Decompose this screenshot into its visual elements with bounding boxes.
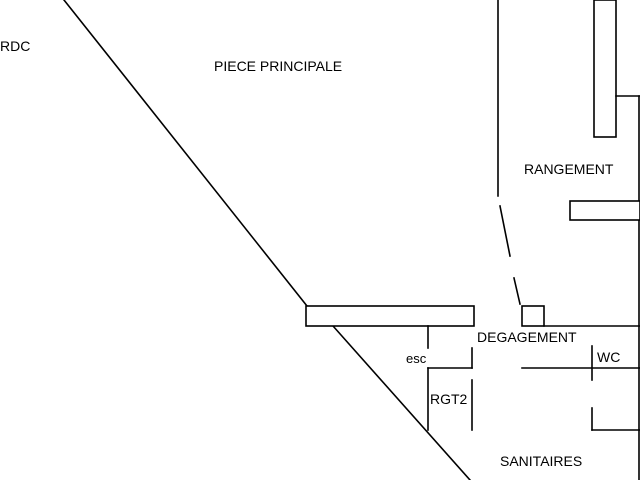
room-label-rangement: RANGEMENT — [524, 161, 614, 177]
diagonal-wall-lower — [331, 324, 472, 480]
stair-label: esc — [406, 351, 427, 366]
room-label-rgt2: RGT2 — [430, 391, 468, 407]
rangement-shelf-tall — [593, 0, 617, 138]
rangement-door-leaf-upper — [499, 205, 511, 257]
rangement-door-leaf-lower — [513, 277, 521, 305]
room-label-wc: WC — [597, 349, 620, 365]
rangement-shelf-horizontal — [569, 200, 640, 221]
room-label-piece-principale: PIECE PRINCIPALE — [214, 58, 342, 74]
counter-partition — [305, 305, 475, 327]
degagement-column — [521, 305, 545, 327]
level-label: RDC — [0, 38, 30, 54]
room-label-degagement: DEGAGEMENT — [477, 329, 577, 345]
room-label-sanitaires: SANITAIRES — [500, 453, 582, 469]
diagonal-wall-upper — [62, 0, 309, 308]
